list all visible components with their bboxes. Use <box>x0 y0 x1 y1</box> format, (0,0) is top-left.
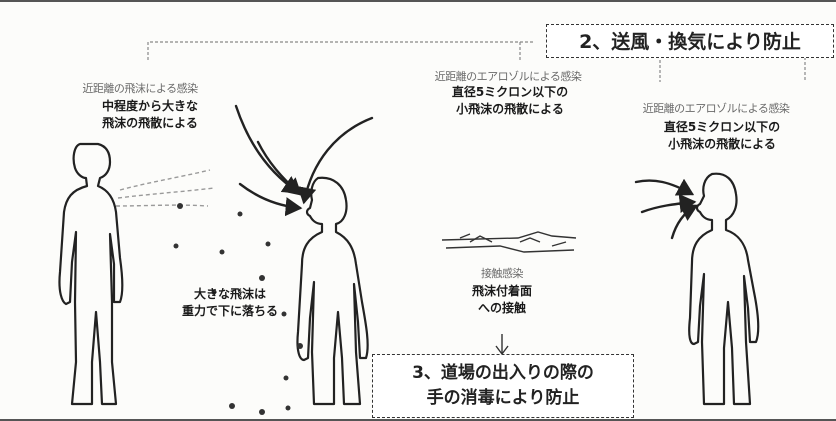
left-person-figure <box>58 142 124 406</box>
right-person-figure <box>688 172 760 406</box>
airflow-arrows-right <box>634 178 699 240</box>
prevention-3-line1: 3、道場の出入りの際の <box>412 363 594 383</box>
drops-label-line2: 重力で下に落ちる <box>181 304 278 318</box>
falling-droplets <box>173 203 303 415</box>
left-label-line1: 中程度から大きな <box>101 99 198 113</box>
surface-label-line1: 飛沫付着面 <box>471 284 532 298</box>
right-label-line2: 小飛沫の飛散による <box>668 137 776 151</box>
center-label-caption: 近距離のエアロゾルによる感染 <box>434 70 582 83</box>
center-label-line2: 小飛沫の飛散による <box>456 102 564 116</box>
pointer-arrow <box>495 334 509 356</box>
prevention-box-ventilation: 2、送風・換気により防止 <box>546 24 834 58</box>
drops-label-line1: 大きな飛沫は <box>193 287 266 301</box>
right-label-caption: 近距離のエアロゾルによる感染 <box>642 102 790 115</box>
airflow-arrows-center <box>234 104 374 217</box>
left-label-caption: 近距離の飛沫による感染 <box>82 82 198 95</box>
prevention-2-text: 2、送風・換気により防止 <box>579 31 801 53</box>
left-label-line2: 飛沫の飛散による <box>102 116 198 130</box>
prevention-box-disinfection: 3、道場の出入りの際の 手の消毒により防止 <box>372 354 634 418</box>
surface-label-line2: への接触 <box>477 301 526 315</box>
sneeze-spray <box>115 169 215 207</box>
center-label-line1: 直径5ミクロン以下の <box>451 85 569 99</box>
center-person-figure <box>296 176 369 406</box>
contaminated-surface-icon <box>441 231 577 253</box>
surface-label-caption: 接触感染 <box>481 267 524 280</box>
prevention-3-line2: 手の消毒により防止 <box>426 388 580 408</box>
right-label-line1: 直径5ミクロン以下の <box>663 120 781 134</box>
